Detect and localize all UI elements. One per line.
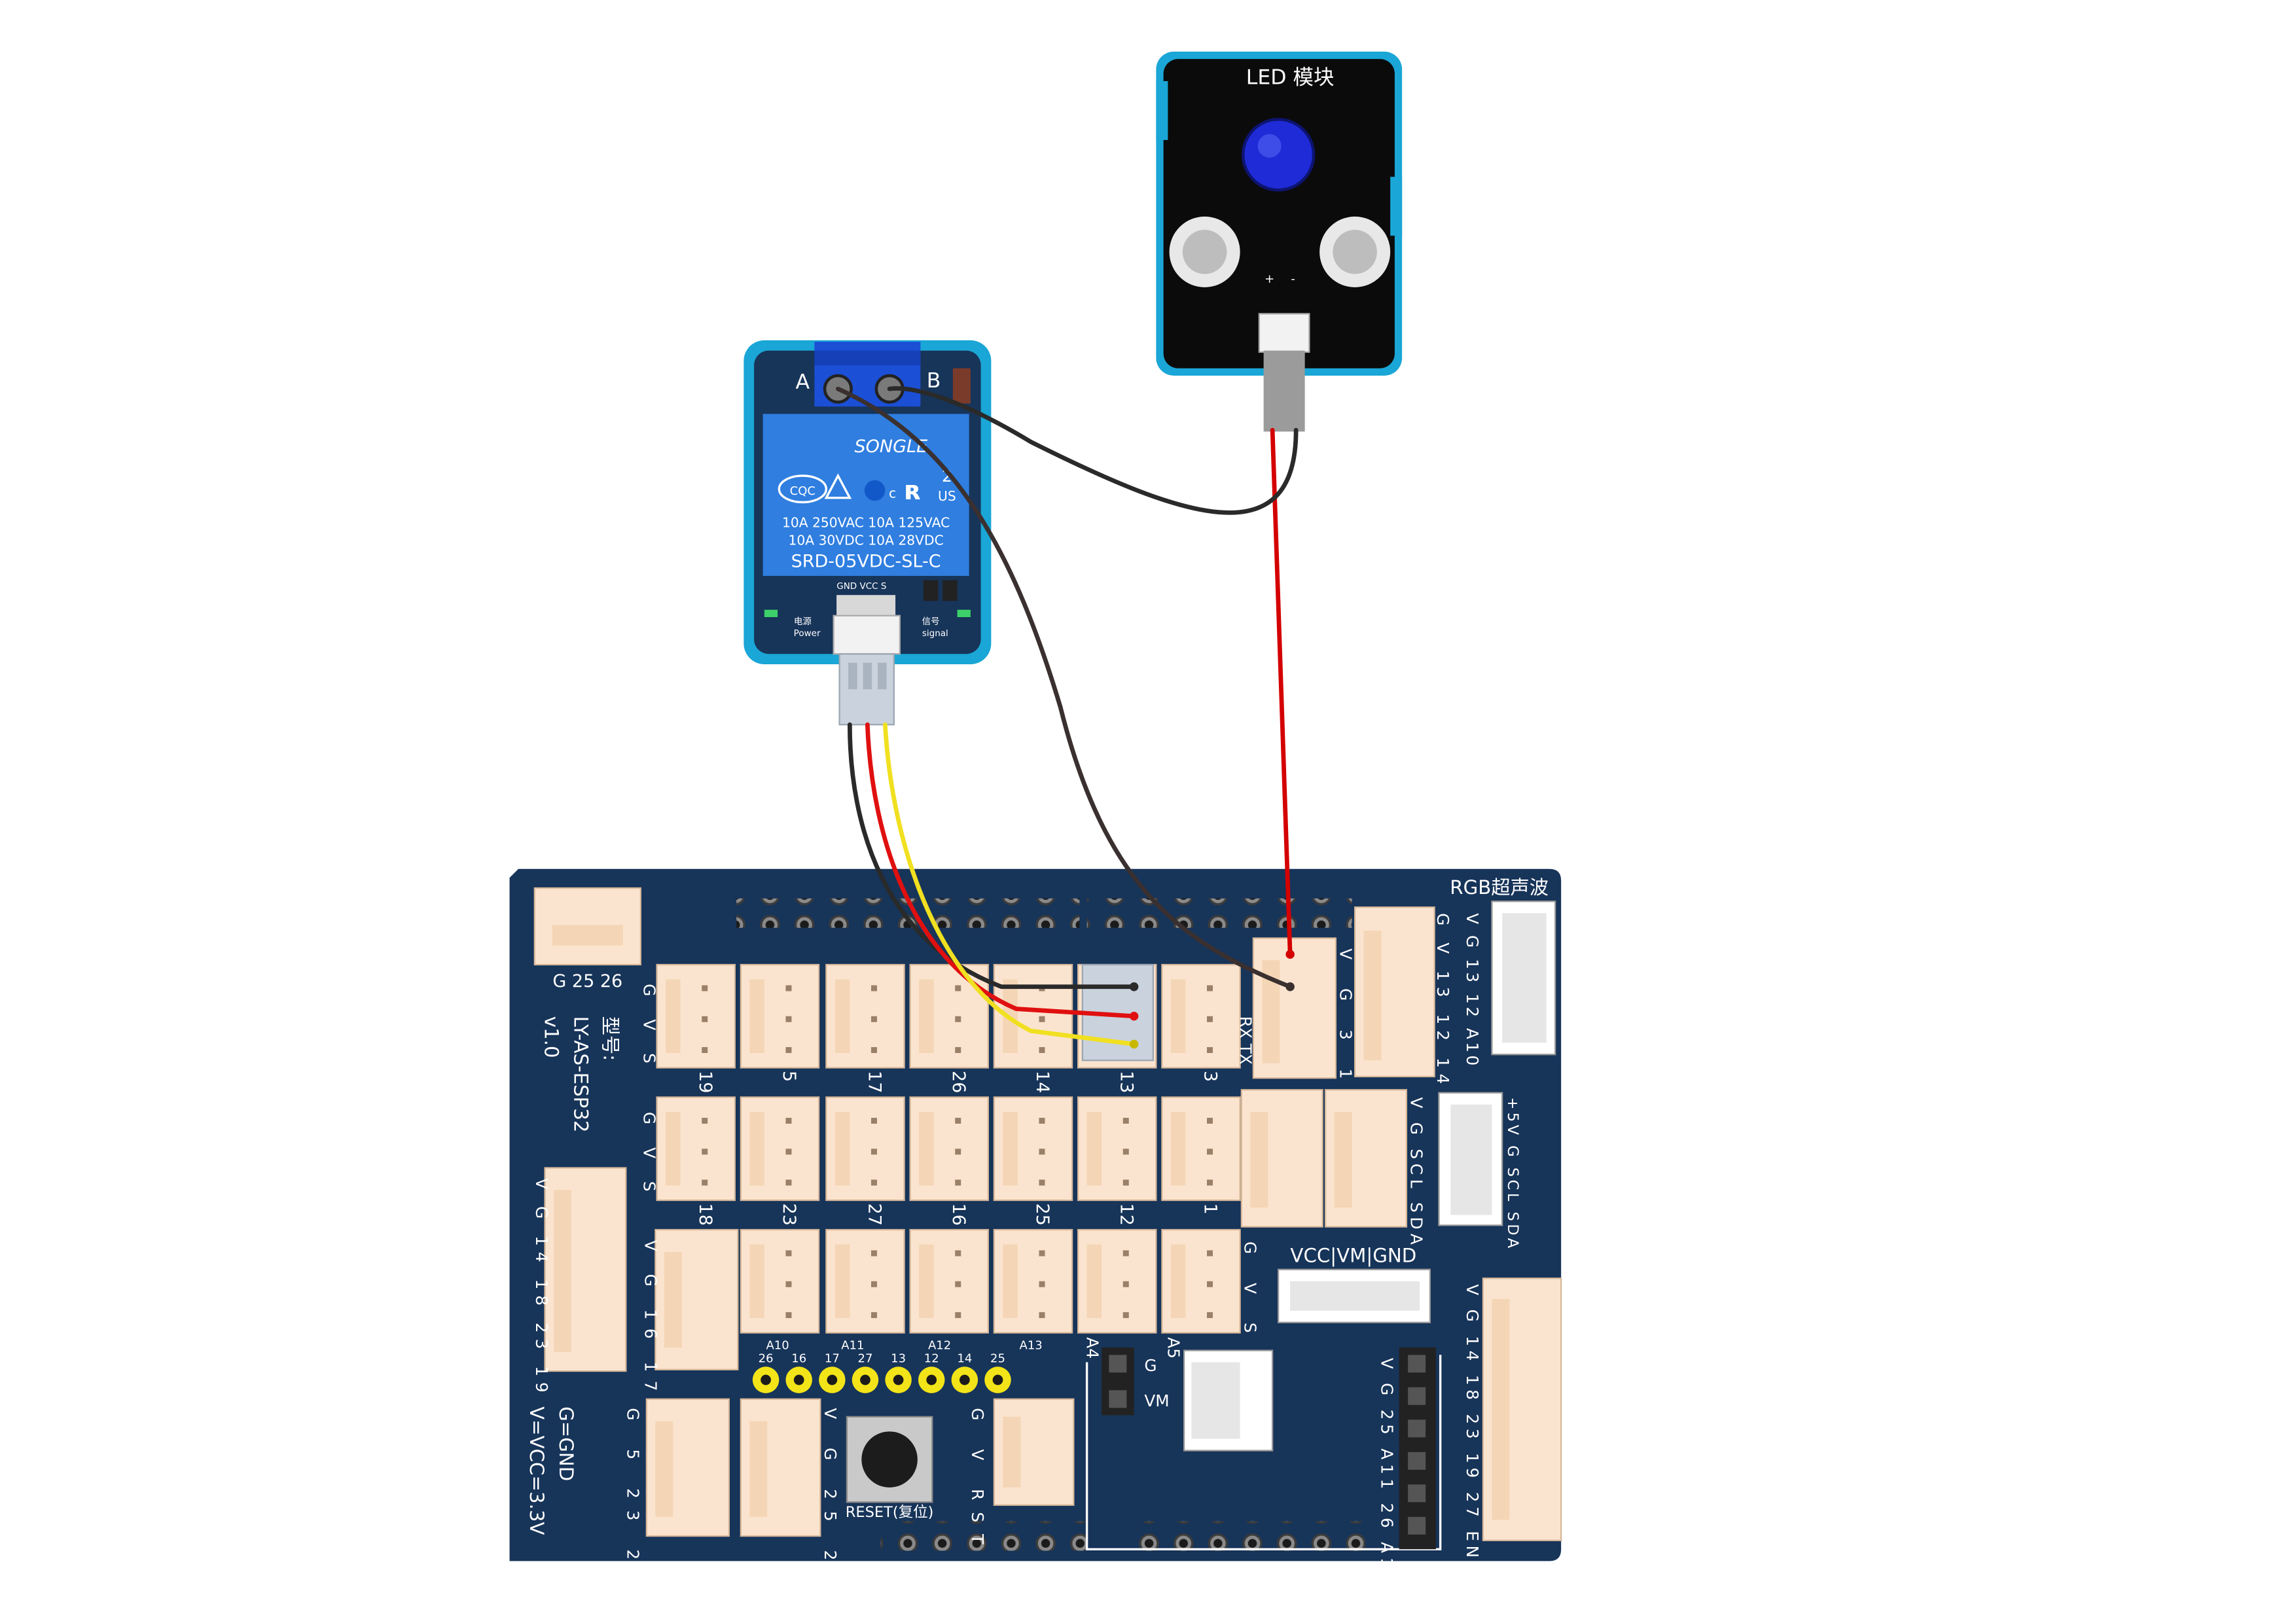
header-pin <box>1408 1419 1426 1438</box>
analog-pin-row: 26 16 17 27 13 12 14 25 <box>752 1352 1011 1393</box>
left-header2-label: V G 16 17 <box>641 1240 660 1400</box>
left-header-label: V G 14 18 23 19 <box>532 1178 551 1398</box>
gvs-row1: G V S <box>639 984 658 1072</box>
relay-rating-1: 10A 250VAC 10A 125VAC <box>782 515 950 531</box>
wire-signal-yellow <box>882 722 1136 1046</box>
led-module: LED 模块 + - <box>1156 51 1403 432</box>
port-label-row1: 3 <box>1200 1071 1221 1082</box>
port-label-row2: 25 <box>1032 1204 1052 1226</box>
model-name: LY-AS-ESP32 <box>570 1016 592 1133</box>
port-vg31-label: V G 3 1 <box>1336 948 1355 1090</box>
led-module-title: LED 模块 <box>1246 65 1335 89</box>
header-pin <box>1408 1484 1426 1503</box>
esp32-expansion-board: RGB超声波 G 25 26 型号: LY-AS-ESP32 v1.0 G=GN… <box>509 868 1562 1594</box>
i2c-right-label: +5V G SCL SDA <box>1504 1097 1521 1251</box>
relay-us: US <box>938 488 956 504</box>
port-label-row2: 27 <box>865 1204 885 1226</box>
analog-a12: A12 <box>928 1338 951 1352</box>
header-pin <box>1408 1516 1426 1535</box>
rgb-col2-label: V G 13 12 A10 <box>1463 913 1482 1069</box>
analog-a10: A10 <box>766 1338 789 1352</box>
port-label-row1: 5 <box>779 1071 799 1082</box>
led-pin-plus: + <box>1265 272 1274 286</box>
wire-gnd-black <box>847 722 1136 990</box>
port-label-row2: 18 <box>695 1204 715 1226</box>
analog-pin-label: 25 <box>990 1352 1005 1366</box>
port-label-row1: 14 <box>1032 1071 1052 1093</box>
relay-model: SRD-05VDC-SL-C <box>791 551 941 571</box>
analog-pin-label: 26 <box>759 1352 774 1366</box>
led-pin-minus: - <box>1291 272 1295 286</box>
analog-a13: A13 <box>1020 1338 1043 1352</box>
wire-led-black <box>887 386 1299 515</box>
jumper-vm-label: VM <box>1144 1391 1169 1410</box>
bottom-ports2-label: V G 25 26 <box>821 1408 840 1594</box>
wire-led-red <box>1270 427 1293 957</box>
rgb-col1-label: G V 13 12 14 <box>1433 913 1452 1090</box>
relay-signal-cn: 信号 <box>922 616 940 627</box>
relay-rating-2: 10A 30VDC 10A 28VDC <box>788 533 943 548</box>
legend-g: G=GND <box>555 1406 577 1481</box>
analog-pin-label: 17 <box>825 1352 840 1366</box>
wires <box>835 386 1299 1046</box>
top-header-pins-right <box>1086 898 1352 928</box>
right-header-label: V G 25 A11 26 A12 <box>1378 1358 1397 1587</box>
right-black-header <box>1399 1347 1436 1550</box>
rx-tx-label: RX TX <box>1236 1016 1255 1065</box>
far-right-header-label: V G 14 18 23 19 27 EN <box>1463 1284 1482 1562</box>
top-left-pins-label: G 25 26 <box>552 971 622 991</box>
analog-pin-label: 13 <box>891 1352 906 1366</box>
port-label-row1: 19 <box>695 1071 715 1093</box>
bottom-left-ports-label: G 5 23 27 <box>624 1408 643 1594</box>
a5-label: A5 <box>1164 1337 1183 1359</box>
bottom-header-pins-left <box>880 1521 1087 1551</box>
relay-connector <box>833 615 901 655</box>
jumper-g-label: G <box>1144 1356 1157 1375</box>
reset-label: RESET(复位) <box>846 1504 934 1521</box>
relay-signal-en: signal <box>922 628 948 639</box>
legend-v: V=VCC=3.3V <box>526 1406 548 1535</box>
board-version: v1.0 <box>541 1016 563 1058</box>
port-label-row2: 16 <box>948 1204 969 1226</box>
blue-led-icon <box>1241 118 1316 192</box>
analog-pin-label: 14 <box>957 1352 972 1366</box>
a4-label: A4 <box>1083 1337 1102 1359</box>
header-pin <box>1408 1452 1426 1470</box>
rgb-ultrasonic-label: RGB超声波 <box>1450 876 1549 899</box>
led-connector <box>1258 313 1310 353</box>
analog-pin-label: 27 <box>858 1352 873 1366</box>
relay-power-en: Power <box>794 628 821 639</box>
header-pin <box>1408 1387 1426 1405</box>
svg-text:ʀ: ʀ <box>905 474 922 506</box>
wire-relay-a-gnd <box>835 386 1293 990</box>
gvs-row2: G V S <box>639 1112 658 1200</box>
relay-pin-labels: GND VCC S <box>836 581 886 592</box>
gvs-row3: G V S <box>1240 1241 1259 1345</box>
rst-port-label: G V RST <box>968 1408 987 1556</box>
port-label-row1: 13 <box>1116 1071 1136 1093</box>
header-pin <box>1408 1355 1426 1373</box>
port-label-row2: 23 <box>779 1204 799 1226</box>
wire-vcc-red <box>865 722 1136 1019</box>
analog-a11: A11 <box>841 1338 864 1352</box>
port-label-row1: 17 <box>865 1071 885 1093</box>
port-label-row2: 12 <box>1116 1204 1136 1226</box>
model-label: 型号: <box>600 1016 622 1061</box>
relay-module: A B SONGLE CQC c ʀ 2 US 10A 250VAC 10A 1… <box>617 340 992 726</box>
analog-pin-label: 16 <box>791 1352 806 1366</box>
terminal-b-label: B <box>927 369 941 393</box>
port-label-row2: 1 <box>1200 1204 1221 1215</box>
bottom-header-pins-right <box>1129 1521 1365 1551</box>
terminal-a-label: A <box>796 370 810 394</box>
relay-cqc: CQC <box>790 484 816 498</box>
i2c-left-label: V G SCL SDA <box>1407 1097 1426 1249</box>
vcc-vm-gnd-label: VCC|VM|GND <box>1290 1245 1416 1268</box>
analog-pin-label: 12 <box>924 1352 939 1366</box>
relay-ul-c: c <box>889 486 896 501</box>
port-label-row1: 26 <box>948 1071 969 1093</box>
relay-power-cn: 电源 <box>794 616 812 627</box>
